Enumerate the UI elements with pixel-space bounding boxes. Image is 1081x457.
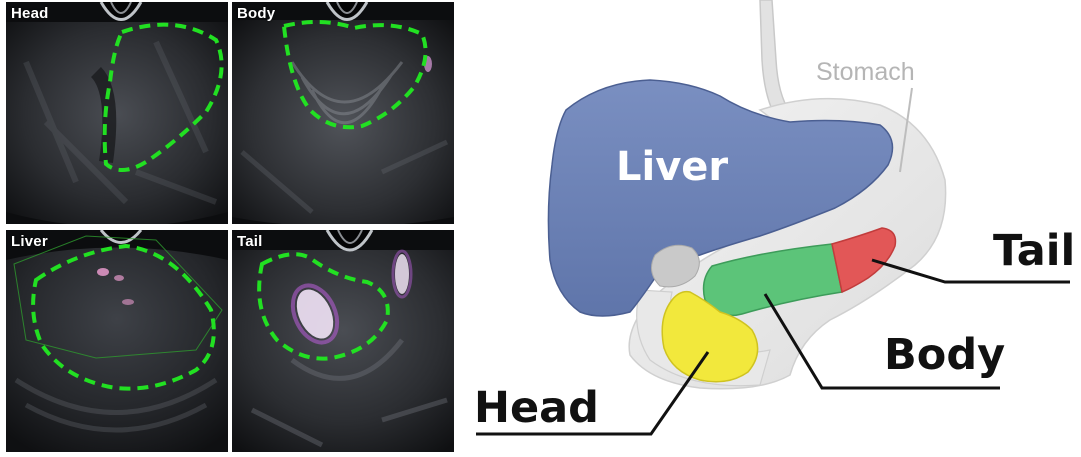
panel-label-liver: Liver [11,233,48,250]
ultrasound-panel-liver: Liver [6,230,228,452]
body-label: Body [884,330,1005,380]
ultrasound-panel-head: Head [6,2,228,224]
ultrasound-panel-body: Body [232,2,454,224]
panel-label-tail: Tail [237,233,263,250]
tail-label: Tail [993,226,1075,276]
ultrasound-image-liver [6,230,228,452]
head-label: Head [474,383,599,433]
panel-label-body: Body [237,5,275,22]
esophagus [760,0,790,118]
panel-label-head: Head [11,5,48,22]
ultrasound-image-body [232,2,454,224]
ultrasound-image-head [6,2,228,224]
stomach-label: Stomach [816,58,915,87]
liver-label: Liver [616,144,728,190]
ultrasound-panel-tail: Tail [232,230,454,452]
ultrasound-image-tail [232,230,454,452]
